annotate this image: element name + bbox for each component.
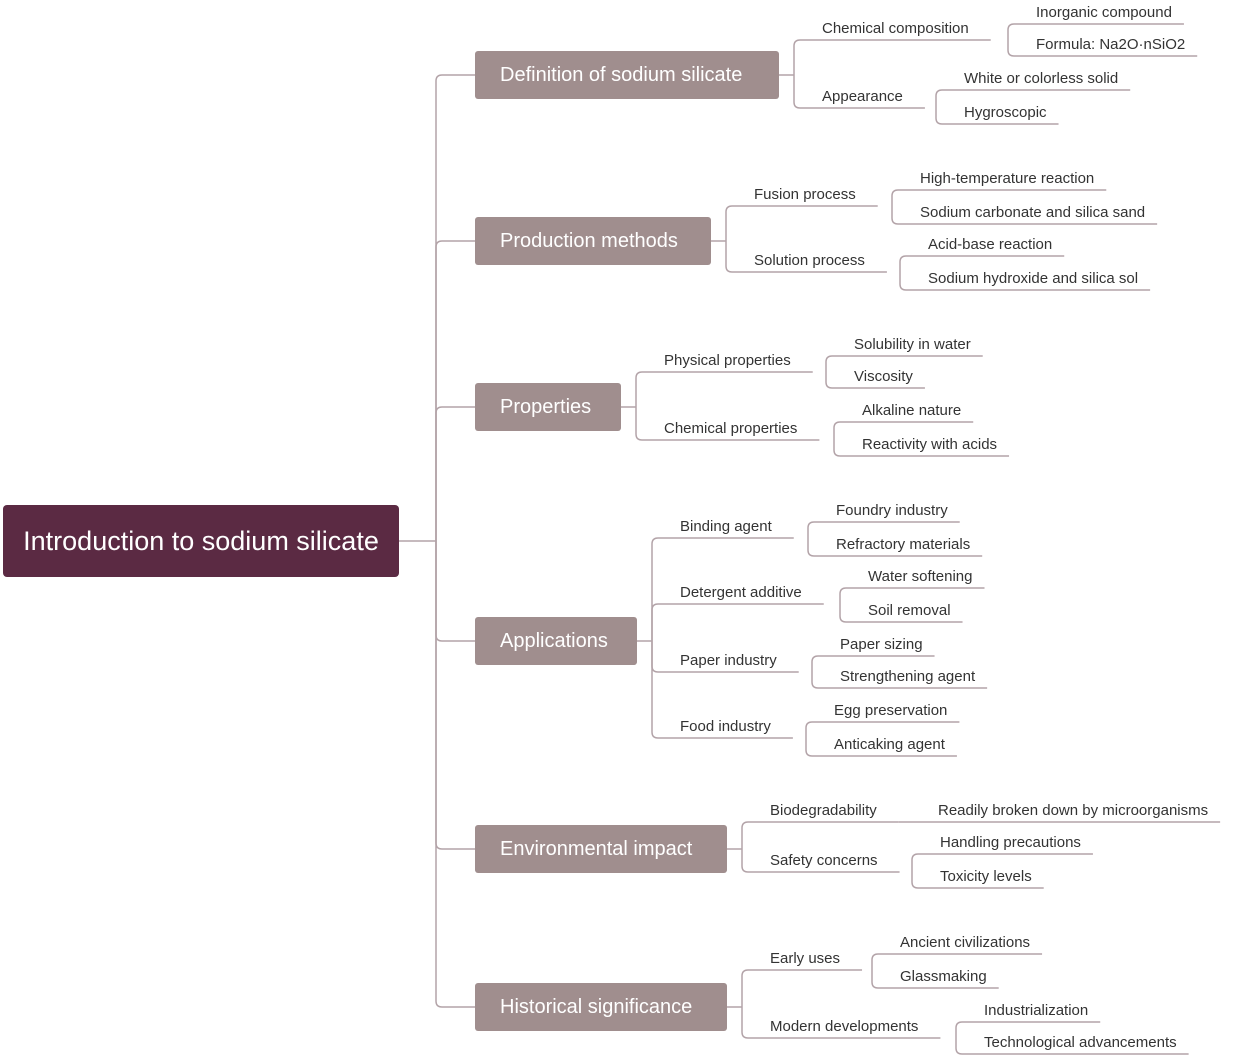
branch-definition: Definition of sodium silicate [475,51,779,99]
leaf-high-temperature-reaction: High-temperature reaction [920,170,1095,187]
leaf-soil-removal: Soil removal [868,602,951,619]
leaf-anticaking-agent: Anticaking agent [834,736,945,753]
connector-line [1007,23,1028,40]
connector-line [833,440,854,457]
connector-line [955,1021,976,1038]
connector-line [741,969,762,1007]
branch-properties: Properties [475,383,621,431]
connector-line [651,603,672,641]
connector-line [935,108,956,125]
subtopic-solution-process: Solution process [754,252,865,269]
leaf-glassmaking: Glassmaking [900,968,987,985]
connector-line [891,189,912,206]
leaf-handling-precautions: Handling precautions [940,834,1081,851]
leaf-technological-advancements: Technological advancements [984,1034,1177,1051]
connector-line [871,953,892,970]
leaf-readily-broken-down: Readily broken down by microorganisms [938,802,1209,819]
connector-line [435,541,475,850]
leaf-paper-sizing: Paper sizing [840,636,923,653]
connector-line [651,537,672,641]
subtopic-safety-concerns: Safety concerns [770,852,878,869]
leaf-industrialization: Industrialization [984,1002,1089,1019]
subtopic-early-uses: Early uses [770,950,841,967]
leaf-sodium-hydroxide-and-silica-sol: Sodium hydroxide and silica sol [928,270,1139,287]
subtopic-detergent-additive: Detergent additive [680,584,802,601]
connector-line [911,872,932,889]
connector-line [1007,40,1028,57]
connector-line [435,240,475,541]
connector-line [435,541,475,1008]
connector-line [833,421,854,440]
connector-line [839,604,860,623]
connector-line [635,371,656,407]
subtopic-physical-properties: Physical properties [664,352,791,369]
connector-line [435,541,475,642]
subtopic-binding-agent: Binding agent [680,518,772,535]
connector-line [811,672,832,689]
leaf-solubility-in-water: Solubility in water [854,336,971,353]
leaf-white-or-colorless-solid: White or colorless solid [964,70,1119,87]
leaf-strengthening-agent: Strengthening agent [840,668,976,685]
leaf-sodium-carbonate-and-silica-sand: Sodium carbonate and silica sand [920,204,1146,221]
connector-line [899,272,920,291]
subtopic-chemical-composition: Chemical composition [822,20,969,37]
branch-historical-significance: Historical significance [475,983,727,1031]
connector-line [871,970,892,989]
leaf-formula: Formula: Na2O·nSiO2 [1036,36,1186,53]
branch-applications: Applications [475,617,637,665]
connector-line [435,406,475,541]
subtopic-paper-industry: Paper industry [680,652,777,669]
leaf-hygroscopic: Hygroscopic [964,104,1047,121]
subtopic-chemical-properties: Chemical properties [664,420,798,437]
connector-line [741,821,762,849]
leaf-inorganic-compound: Inorganic compound [1036,4,1172,21]
connector-line [891,206,912,225]
leaf-viscosity: Viscosity [854,368,913,385]
subtopic-modern-developments: Modern developments [770,1018,919,1035]
subtopic-fusion-process: Fusion process [754,186,856,203]
connector-line [741,849,762,873]
leaf-ancient-civilizations: Ancient civilizations [900,934,1031,951]
leaf-egg-preservation: Egg preservation [834,702,948,719]
connector-line [955,1038,976,1055]
connector-line [935,89,956,108]
connector-line [807,538,828,557]
leaf-water-softening: Water softening [868,568,973,585]
connector-line [435,74,475,541]
leaf-reactivity-with-acids: Reactivity with acids [862,436,998,453]
connector-line [811,655,832,672]
connector-line [825,372,846,389]
root-topic: Introduction to sodium silicate [3,505,399,577]
connector-line [807,521,828,538]
leaf-foundry-industry: Foundry industry [836,502,948,519]
leaf-acid-base-reaction: Acid-base reaction [928,236,1053,253]
connector-line [635,407,656,441]
connector-line [651,641,672,739]
connector-line [899,255,920,272]
connector-line [725,205,746,241]
leaf-toxicity-levels: Toxicity levels [940,868,1032,885]
leaf-refractory-materials: Refractory materials [836,536,971,553]
connector-line [839,587,860,604]
connector-line [651,641,672,673]
connector-line [825,355,846,372]
connector-line [805,721,826,738]
leaf-alkaline-nature: Alkaline nature [862,402,962,419]
connector-line [793,75,814,109]
connector-line [725,241,746,273]
branch-production-methods: Production methods [475,217,711,265]
connector-line [793,39,814,75]
subtopic-food-industry: Food industry [680,718,771,735]
subtopic-appearance: Appearance [822,88,903,105]
connector-line [741,1007,762,1039]
connector-line [805,738,826,757]
branch-environmental-impact: Environmental impact [475,825,727,873]
subtopic-biodegradability: Biodegradability [770,802,877,819]
connector-line [911,853,932,872]
